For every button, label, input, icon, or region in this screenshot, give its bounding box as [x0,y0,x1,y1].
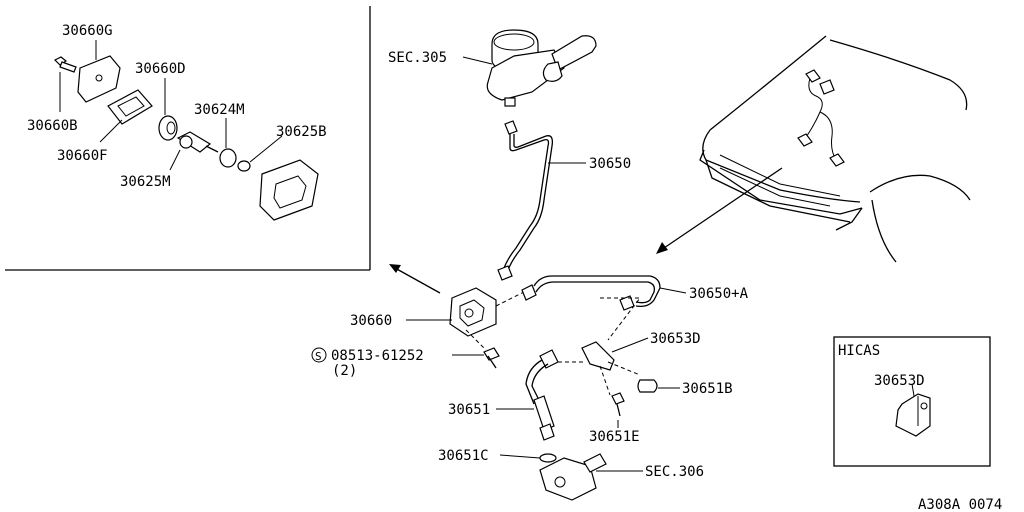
vehicle-front-drawing [699,35,971,263]
label-30625m: 30625M [120,174,171,190]
piston-30660d-drawing [158,115,178,141]
label-30650a: 30650+A [689,286,749,302]
hicas-bracket-drawing [895,393,931,437]
slave-cylinder-sec306-drawing [539,453,607,501]
label-bolt-qty: (2) [332,363,357,379]
label-30651b: 30651B [682,381,733,397]
bolt-30651e-drawing [611,392,625,417]
clip-30651b-drawing [637,379,658,393]
bracket-30653d-drawing [581,297,642,396]
label-sec305: SEC.305 [388,50,447,66]
plate-30660g-drawing [77,55,121,103]
label-30625b: 30625B [276,124,327,140]
label-30660g: 30660G [62,23,113,39]
master-cylinder-sec305-drawing [486,29,597,107]
label-30660: 30660 [350,313,392,329]
inset-frame [5,6,371,271]
label-30651: 30651 [448,402,490,418]
rod-30625m-drawing [176,131,219,153]
pointer-arrow-to-assembly [656,167,783,254]
bolt-08513-drawing [465,329,500,369]
inset-parts [53,40,319,221]
label-08513-61252: 08513-61252 [331,348,424,364]
label-30651c: 30651C [438,448,489,464]
label-30650: 30650 [589,156,631,172]
hicas-variant-box [833,336,991,467]
label-30651e: 30651E [589,429,640,445]
label-hicas-30653d: 30653D [874,373,925,389]
hicas-title: HICAS [838,343,880,359]
label-30660b: 30660B [27,118,78,134]
boot-drawing [259,159,319,221]
screw-symbol [311,347,327,363]
nut-30624m-drawing [219,148,237,168]
label-30660d: 30660D [135,61,186,77]
bolt-symbol-letter: S [315,350,322,363]
reference-code: A308A 0074 [918,497,1002,512]
pipe-30650a-drawing [521,275,661,311]
label-30660f: 30660F [57,148,108,164]
pipe-30650-drawing [497,120,554,281]
pointer-arrow-to-inset [389,264,441,294]
clip-30625b-drawing [237,160,251,172]
label-30653d: 30653D [650,331,701,347]
hose-30651-drawing [525,349,584,441]
operating-cylinder-30660-drawing [449,287,529,337]
gasket-30660f-drawing [107,89,153,125]
label-sec306: SEC.306 [645,464,704,480]
washer-30651c-drawing [539,453,557,463]
label-30624m: 30624M [194,102,245,118]
bolt-30660b-drawing [53,56,77,73]
